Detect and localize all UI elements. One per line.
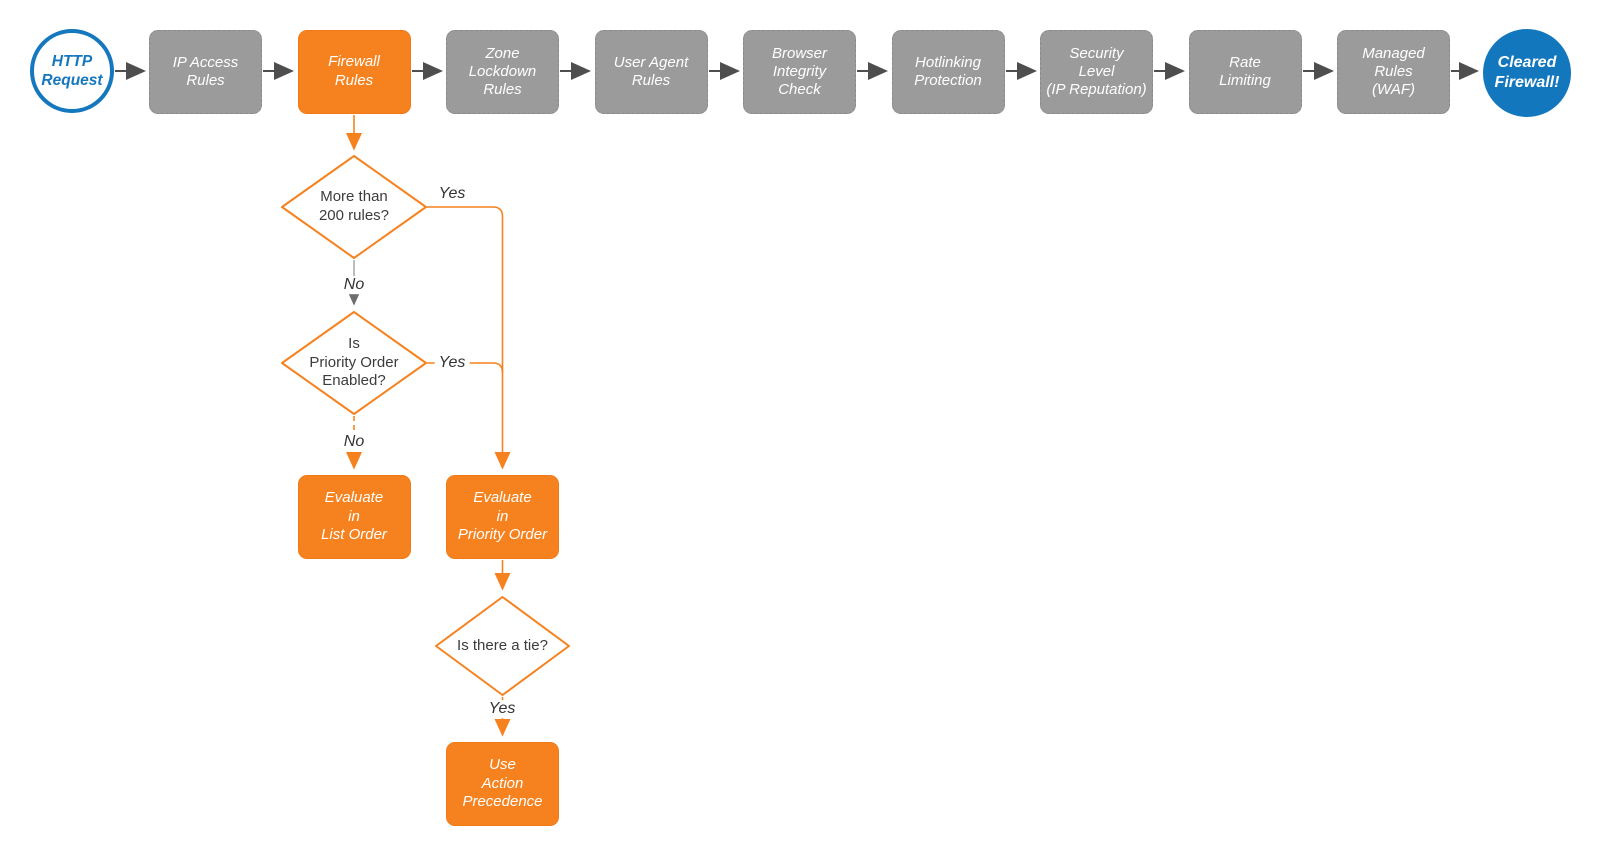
edge-more-than-200-yes	[427, 206, 511, 470]
edge-label-more-than-200-no: No	[339, 276, 369, 294]
node-evaluate-in-priority-order-label: Evaluate in Priority Order	[457, 488, 548, 544]
node-user-agent-rules-label: User Agent Rules	[613, 53, 689, 89]
node-user-agent-rules: User Agent Rules	[594, 30, 708, 114]
node-hotlinking-protection: Hotlinking Protection	[891, 30, 1005, 114]
edge-label-priority-enabled-yes: Yes	[434, 354, 470, 372]
diamond-shape	[435, 596, 570, 696]
node-hotlinking-protection-label: Hotlinking Protection	[914, 53, 982, 89]
node-security-level: Security Level (IP Reputation)	[1040, 30, 1153, 114]
edge-label-more-than-200-yes: Yes	[434, 185, 470, 203]
node-managed-rules-waf-label: Managed Rules (WAF)	[1362, 44, 1425, 99]
node-security-level-label: Security Level (IP Reputation)	[1046, 44, 1147, 99]
node-browser-integrity-check-label: Browser Integrity Check	[771, 44, 827, 99]
node-cleared-firewall: Cleared Firewall!	[1483, 29, 1571, 117]
node-ip-access-rules: IP Access Rules	[149, 30, 262, 114]
node-zone-lockdown-rules-label: Zone Lockdown Rules	[468, 44, 537, 99]
node-managed-rules-waf: Managed Rules (WAF)	[1337, 30, 1450, 114]
node-evaluate-in-list-order: Evaluate in List Order	[297, 475, 411, 559]
node-firewall-rules-label: Firewall Rules	[328, 53, 380, 89]
decision-priority-order-enabled-label: Is Priority Order Enabled?	[309, 334, 399, 390]
node-rate-limiting-label: Rate Limiting	[1219, 53, 1271, 89]
edge-label-tie-yes: Yes	[484, 700, 520, 718]
edge-priority-enabled-yes	[427, 362, 504, 373]
node-http-request: HTTP Request	[30, 29, 114, 113]
decision-is-there-a-tie: Is there a tie?	[435, 596, 570, 696]
node-evaluate-in-priority-order: Evaluate in Priority Order	[446, 475, 559, 559]
decision-is-there-a-tie-label: Is there a tie?	[457, 636, 548, 654]
node-use-action-precedence-label: Use Action Precedence	[462, 755, 543, 811]
node-http-request-label: HTTP Request	[41, 52, 103, 89]
node-firewall-rules: Firewall Rules	[297, 30, 411, 114]
node-browser-integrity-check: Browser Integrity Check	[743, 30, 856, 114]
node-ip-access-rules-label: IP Access Rules	[172, 53, 239, 89]
node-use-action-precedence: Use Action Precedence	[446, 742, 559, 826]
diamond-shape	[281, 155, 427, 259]
node-cleared-firewall-label: Cleared Firewall!	[1494, 54, 1560, 91]
diamond-shape	[281, 311, 427, 415]
decision-more-than-200-rules: More than 200 rules?	[281, 155, 427, 259]
node-rate-limiting: Rate Limiting	[1188, 30, 1302, 114]
decision-more-than-200-rules-label: More than 200 rules?	[318, 188, 390, 224]
decision-priority-order-enabled: Is Priority Order Enabled?	[281, 311, 427, 415]
node-zone-lockdown-rules: Zone Lockdown Rules	[446, 30, 559, 114]
edge-label-priority-enabled-no: No	[339, 433, 369, 451]
node-evaluate-in-list-order-label: Evaluate in List Order	[321, 488, 387, 544]
